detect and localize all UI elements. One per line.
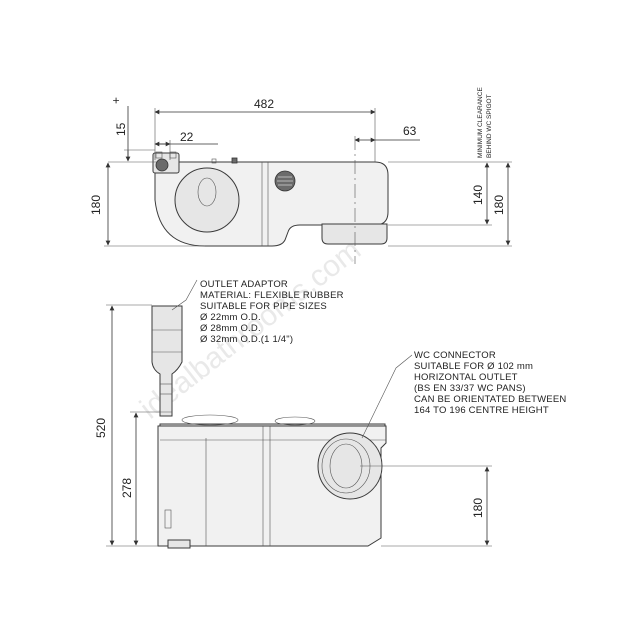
dim-22: 22 [180,130,194,144]
dim-278: 278 [120,478,134,498]
svg-text:WC CONNECTOR: WC CONNECTOR [414,350,496,361]
clearance-note-line1: MINIMUM CLEARANCE [477,87,484,158]
dim-180-right: 180 [492,195,506,215]
outlet-adaptor [151,305,183,417]
dim-plus: + [109,97,123,104]
svg-text:SUITABLE FOR PIPE SIZES: SUITABLE FOR PIPE SIZES [200,301,327,312]
dim-180-left: 180 [89,195,103,215]
svg-text:Ø 32mm O.D.(1 1/4"): Ø 32mm O.D.(1 1/4") [200,334,293,345]
svg-text:164 TO 196 CENTRE HEIGHT: 164 TO 196 CENTRE HEIGHT [414,405,549,416]
dim-520: 520 [94,418,108,438]
svg-text:OUTLET ADAPTOR: OUTLET ADAPTOR [200,279,288,290]
svg-text:HORIZONTAL OUTLET: HORIZONTAL OUTLET [414,372,518,383]
wc-connector-note: WC CONNECTOR SUITABLE FOR Ø 102 mm HORIZ… [414,350,566,416]
top-view-tank-circle [174,167,240,233]
svg-text:(BS EN 33/37 WC PANS): (BS EN 33/37 WC PANS) [414,383,526,394]
dim-15: 15 [114,122,128,136]
wc-spigot [321,223,388,245]
dim-482: 482 [254,97,274,111]
svg-text:Ø 28mm O.D.: Ø 28mm O.D. [200,323,261,334]
outlet-adaptor-note: OUTLET ADAPTOR MATERIAL: FLEXIBLE RUBBER… [200,279,344,345]
svg-text:MATERIAL: FLEXIBLE RUBBER: MATERIAL: FLEXIBLE RUBBER [200,290,344,301]
svg-text:SUITABLE FOR Ø 102 mm: SUITABLE FOR Ø 102 mm [414,361,533,372]
clearance-note-line2: BEHIND WC SPIGOT [486,94,493,158]
svg-text:Ø 22mm O.D.: Ø 22mm O.D. [200,312,261,323]
dim-63: 63 [403,124,417,138]
dim-180-front: 180 [471,498,485,518]
top-view: 482 63 22 + 15 180 140 180 MINIMUM CLEAR… [89,87,512,264]
svg-text:CAN BE ORIENTATED BETWEEN: CAN BE ORIENTATED BETWEEN [414,394,566,405]
front-view: OUTLET ADAPTOR MATERIAL: FLEXIBLE RUBBER… [94,279,566,549]
dim-140: 140 [471,185,485,205]
